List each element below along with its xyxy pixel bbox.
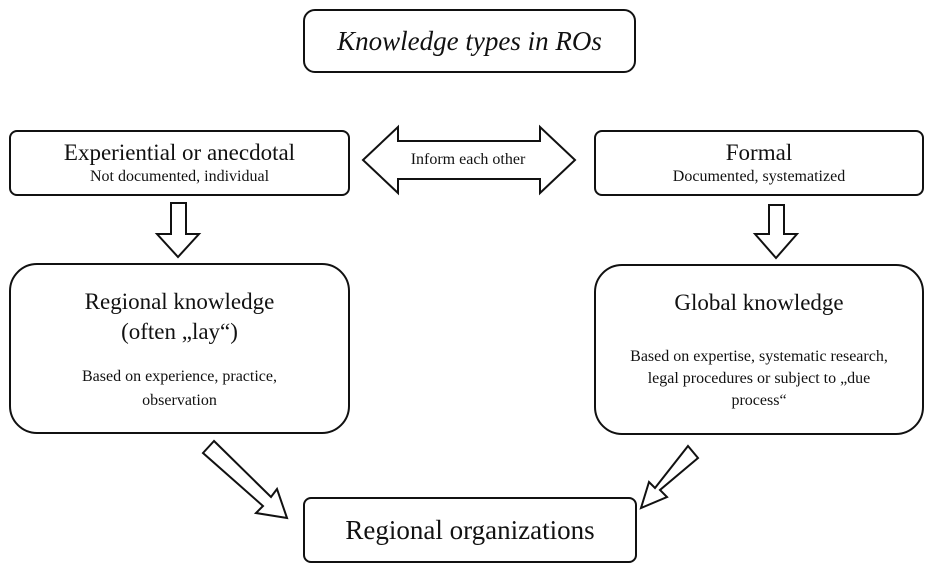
double-arrow — [361, 124, 577, 196]
experiential-box: Experiential or anecdotal Not documented… — [9, 130, 350, 196]
global-heading: Global knowledge — [674, 290, 844, 315]
regional-knowledge-box: Regional knowledge (often „lay“) Based o… — [9, 263, 350, 434]
formal-box: Formal Documented, systematized — [594, 130, 924, 196]
global-knowledge-box: Global knowledge Based on expertise, sys… — [594, 264, 924, 435]
organizations-label: Regional organizations — [345, 514, 595, 545]
title-box: Knowledge types in ROs — [303, 9, 636, 73]
down-arrow-left — [154, 202, 202, 259]
regional-heading-line1: Regional knowledge — [84, 289, 275, 314]
diagonal-arrow-left — [201, 439, 289, 520]
relation-label: Inform each other — [410, 151, 526, 168]
formal-heading: Formal — [725, 140, 793, 165]
diagonal-arrow-right — [639, 444, 700, 510]
experiential-heading: Experiential or anecdotal — [63, 140, 296, 165]
regional-organizations-box: Regional organizations — [303, 497, 637, 563]
diagram-title: Knowledge types in ROs — [337, 25, 602, 56]
regional-heading-line2: (often „lay“) — [121, 319, 238, 344]
regional-body: Based on experience, practice, observati… — [81, 368, 277, 409]
formal-subtitle: Documented, systematized — [672, 168, 846, 185]
global-body: Based on expertise, systematic research,… — [630, 348, 888, 409]
experiential-subtitle: Not documented, individual — [89, 168, 270, 185]
down-arrow-right — [752, 204, 800, 260]
